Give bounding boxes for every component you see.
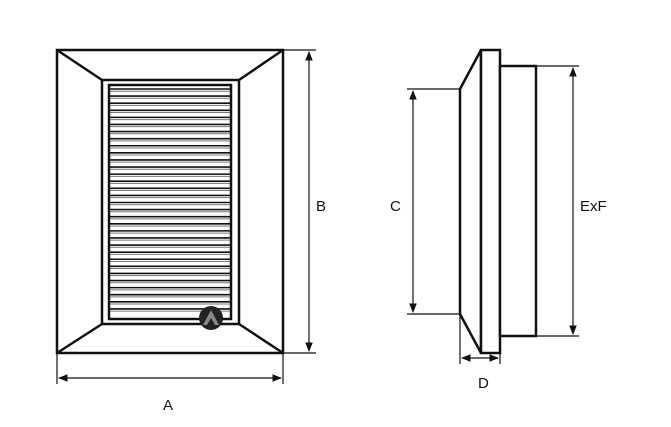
label-b: B [316,198,326,215]
dimension-exf [536,65,579,337]
dimension-a [56,353,284,384]
front-view [55,48,285,355]
label-exf: ExF [580,198,607,215]
front-bezel-side [458,49,483,354]
label-c: C [390,198,401,215]
dimension-d [459,314,501,364]
label-a: A [163,397,173,414]
duct-spigot-side [498,64,538,338]
mounting-plate-side [479,48,502,355]
label-d: D [478,375,489,392]
side-view [458,48,538,355]
dimension-b [283,49,316,354]
louver-slats [110,88,230,312]
dimension-c [407,88,460,315]
fan-logo-icon [199,306,223,330]
frame-bevel-lines [56,48,284,355]
dimension-lines [56,49,579,384]
